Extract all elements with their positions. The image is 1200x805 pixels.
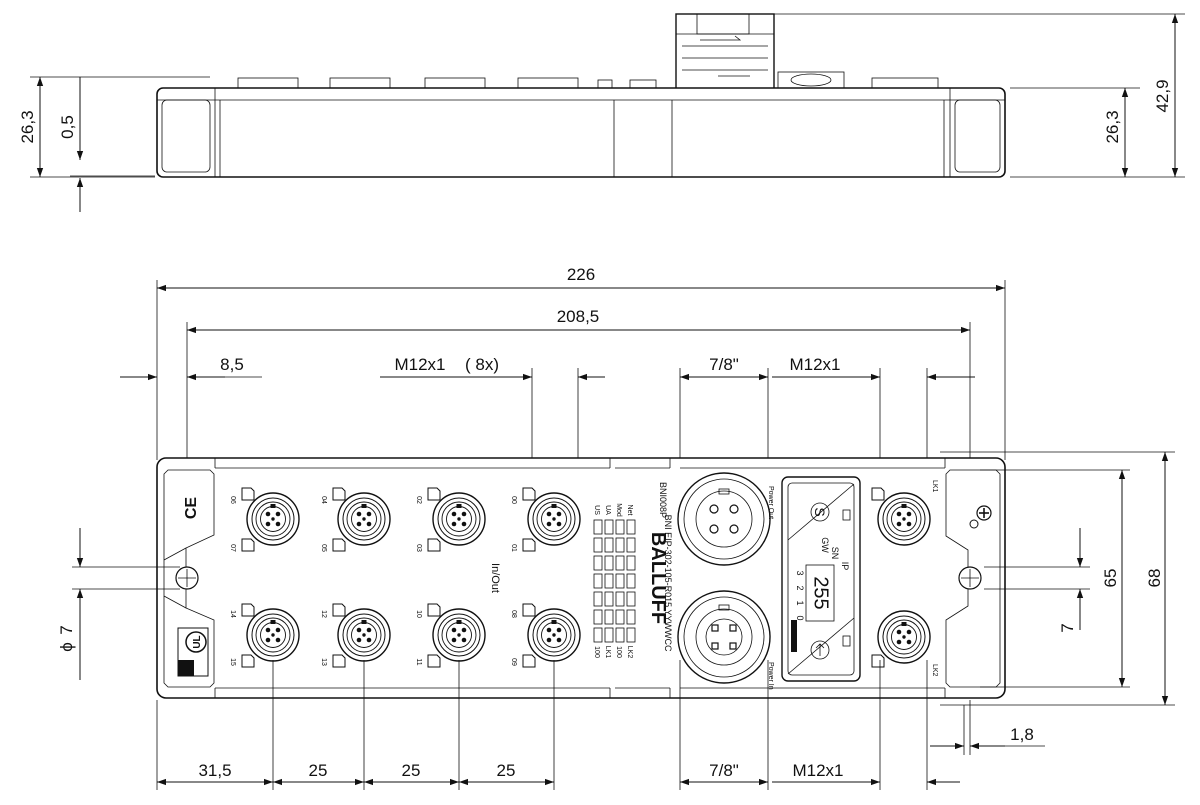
port-labels: 06 04 02 00 07 05 03 01 14 12 10 08 15 1…	[229, 496, 517, 666]
left-end-plate	[163, 469, 215, 688]
port-14-15-connector	[246, 608, 300, 662]
right-end-plate	[945, 469, 1001, 688]
set-button-symbol: S	[812, 507, 828, 516]
ground-screw-icon	[969, 505, 992, 529]
port-02-03-connector	[432, 492, 486, 546]
svg-text:3: 3	[795, 570, 805, 575]
port-label: 09	[510, 658, 517, 666]
dim-link-thread-top: M12x1	[789, 355, 840, 374]
arrow-button-icon	[810, 640, 830, 660]
svg-text:Net: Net	[626, 505, 633, 516]
port-10-11-connector	[432, 608, 486, 662]
power-in-label: Power In	[767, 662, 774, 690]
link2-label: LK2	[931, 664, 938, 677]
front-view: CE UL	[156, 457, 1006, 699]
led-labels: US UA Mod Net 100 LK1 100 LK2	[593, 503, 633, 658]
seven-segment-display	[805, 564, 835, 622]
dim-side-left-offset: 0,5	[58, 115, 77, 139]
power-in-connector	[677, 590, 771, 684]
port-label: 03	[415, 544, 422, 552]
left-dimensions: ϕ 7	[57, 528, 180, 680]
port-label: 05	[320, 544, 327, 552]
dim-pitch-1: 25	[309, 761, 328, 780]
dim-first-port-offset: 31,5	[198, 761, 231, 780]
display-window: S 255 IP SN GW 3 2 1 0	[781, 476, 861, 682]
bottom-dimensions: 31,5 25 25 25 7/8" M12x1	[156, 660, 960, 790]
dim-power-thread-top: 7/8"	[709, 355, 739, 374]
port-04-05-connector	[337, 492, 391, 546]
dim-hole-dia-symbol: ϕ	[57, 642, 76, 652]
dim-hole-diameter: 7	[57, 625, 76, 634]
dim-side-left-total: 26,3	[18, 110, 37, 143]
svg-text:100: 100	[593, 646, 600, 658]
ce-mark: CE	[183, 497, 200, 520]
port-12-13-connector	[337, 608, 391, 662]
port-label: 04	[320, 496, 327, 504]
dim-edge-to-hole: 8,5	[220, 355, 244, 374]
status-leds	[593, 519, 636, 643]
dim-side-right-total: 42,9	[1153, 79, 1172, 112]
dim-connector-count: ( 8x)	[465, 355, 499, 374]
port-label: 02	[415, 496, 422, 504]
display-value: 255	[810, 576, 832, 609]
port-label: 01	[510, 544, 517, 552]
port-label: 13	[320, 658, 327, 666]
dim-pitch-2: 25	[402, 761, 421, 780]
dim-link-thread-bottom: M12x1	[792, 761, 843, 780]
ul-mark-icon: UL	[177, 627, 209, 677]
model-label: BNI008P	[658, 482, 668, 518]
ip-label: IP	[840, 562, 850, 571]
gw-label: GW	[820, 537, 830, 553]
link1-connector	[877, 492, 931, 546]
side-view-body	[156, 87, 1006, 178]
svg-text:UA: UA	[604, 505, 611, 515]
dim-hole-vertical-spacing: 65	[1101, 569, 1120, 588]
port-label: 06	[229, 496, 236, 504]
power-out-connector	[677, 472, 771, 566]
dim-overall-height: 68	[1145, 569, 1164, 588]
link1-label: LK1	[931, 480, 938, 493]
svg-text:LK2: LK2	[626, 646, 633, 659]
part-number-label: BNI EIP-302-105-R015 YYWWCC	[663, 515, 673, 652]
dim-hole-spacing: 208,5	[557, 307, 600, 326]
svg-text:US: US	[593, 505, 600, 515]
port-08-09-connector	[527, 608, 581, 662]
dim-pitch-3: 25	[497, 761, 516, 780]
svg-text:1: 1	[795, 600, 805, 605]
port-label: 11	[415, 658, 422, 665]
brand-logo: BALLUFF	[647, 532, 669, 624]
svg-text:100: 100	[615, 646, 622, 658]
side-view: 26,3 0,5 26,3 42,9	[18, 13, 1185, 212]
sn-label: SN	[830, 547, 840, 560]
port-label: 07	[229, 544, 236, 552]
dim-power-thread-bottom: 7/8"	[709, 761, 739, 780]
side-view-power-connector	[675, 13, 775, 91]
port-label: 12	[320, 610, 327, 618]
power-out-label: Power Out	[767, 486, 774, 519]
svg-text:2: 2	[795, 585, 805, 590]
port-00-01-connector	[527, 492, 581, 546]
port-label: 00	[510, 496, 517, 504]
svg-text:UL: UL	[192, 635, 203, 648]
small-balluff-logo-icon	[791, 620, 797, 652]
svg-text:LK1: LK1	[604, 646, 611, 659]
dim-hole-height: 7	[1058, 623, 1077, 632]
port-06-07-connector	[246, 492, 300, 546]
port-label: 14	[229, 610, 236, 618]
right-dimensions: 68 65 7 1,8	[930, 451, 1175, 755]
dim-right-edge-offset: 1,8	[1010, 725, 1034, 744]
in-out-label: In/Out	[489, 563, 501, 593]
port-label: 08	[510, 610, 517, 618]
svg-text:0: 0	[795, 615, 805, 620]
svg-text:Mod: Mod	[615, 503, 622, 517]
top-dimensions: 226 208,5 8,5 M12x1 ( 8x) 7/8" M12x1	[120, 265, 1006, 595]
link2-connector	[877, 610, 931, 664]
dim-overall-length: 226	[567, 265, 595, 284]
dim-connector-thread: M12x1	[394, 355, 445, 374]
port-label: 15	[229, 658, 236, 666]
port-label: 10	[415, 610, 422, 618]
dim-side-right-body: 26,3	[1103, 110, 1122, 143]
